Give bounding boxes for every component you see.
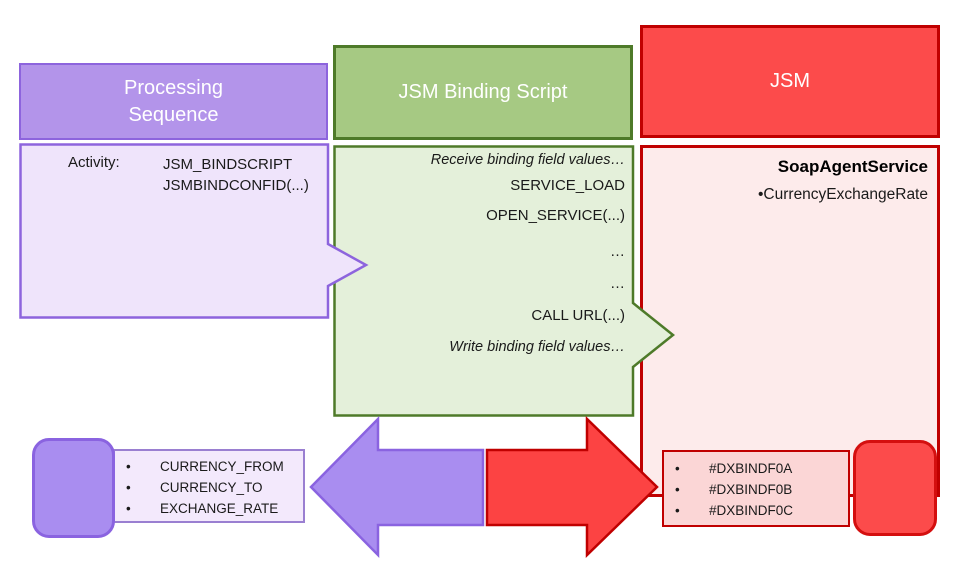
output-field-item: EXCHANGE_RATE (115, 498, 303, 519)
flow-arrow-right-icon (485, 416, 660, 559)
bind-field-item: #DXBINDF0C (664, 500, 848, 521)
jsm-header: JSM (640, 25, 940, 138)
jsm-body: SoapAgentService •CurrencyExchangeRate (640, 145, 940, 497)
output-field-item: CURRENCY_TO (115, 477, 303, 498)
processing-sequence-header: Processing Sequence (19, 63, 328, 140)
activity-label: Activity: (68, 154, 120, 171)
binding-line: CALL URL(...) (531, 307, 625, 324)
binding-line: Write binding field values… (449, 339, 625, 355)
jsm-binding-script-title: JSM Binding Script (398, 81, 568, 104)
red-connector-node (853, 440, 937, 536)
bind-fields-list: #DXBINDF0A #DXBINDF0B #DXBINDF0C (664, 458, 848, 521)
binding-line: … (610, 243, 625, 260)
processing-sequence-title: Processing Sequence (124, 77, 223, 126)
binding-line: … (610, 275, 625, 292)
currency-exchange-rate-item: •CurrencyExchangeRate (758, 186, 928, 203)
green-chevron-panel-shape (333, 145, 675, 417)
bind-field-item: #DXBINDF0B (664, 479, 848, 500)
binding-line: SERVICE_LOAD (510, 177, 625, 194)
activity-value-line: JSM_BINDSCRIPT (163, 156, 293, 173)
binding-line: Receive binding field values… (430, 152, 625, 168)
binding-line: OPEN_SERVICE(...) (486, 207, 625, 224)
jsm-binding-script-header: JSM Binding Script (333, 45, 633, 140)
binding-script-body: Receive binding field values… SERVICE_LO… (333, 145, 675, 417)
bind-field-item: #DXBINDF0A (664, 458, 848, 479)
output-fields-list: CURRENCY_FROM CURRENCY_TO EXCHANGE_RATE (115, 456, 303, 519)
activity-values: JSM_BINDSCRIPT JSMBINDCONFID(...) (163, 154, 309, 196)
flow-arrow-left-icon (308, 416, 485, 559)
purple-connector-node (32, 438, 115, 538)
soap-agent-service-name: SoapAgentService (777, 157, 928, 176)
activity-value-line: JSMBINDCONFID(...) (163, 177, 309, 194)
processing-sequence-body: Activity: JSM_BINDSCRIPT JSMBINDCONFID(.… (19, 143, 369, 319)
bind-fields-box: #DXBINDF0A #DXBINDF0B #DXBINDF0C (662, 450, 850, 527)
output-fields-box: CURRENCY_FROM CURRENCY_TO EXCHANGE_RATE (113, 449, 305, 523)
purple-chevron-panel-shape (19, 143, 369, 319)
jsm-title: JSM (770, 70, 810, 93)
output-field-item: CURRENCY_FROM (115, 456, 303, 477)
